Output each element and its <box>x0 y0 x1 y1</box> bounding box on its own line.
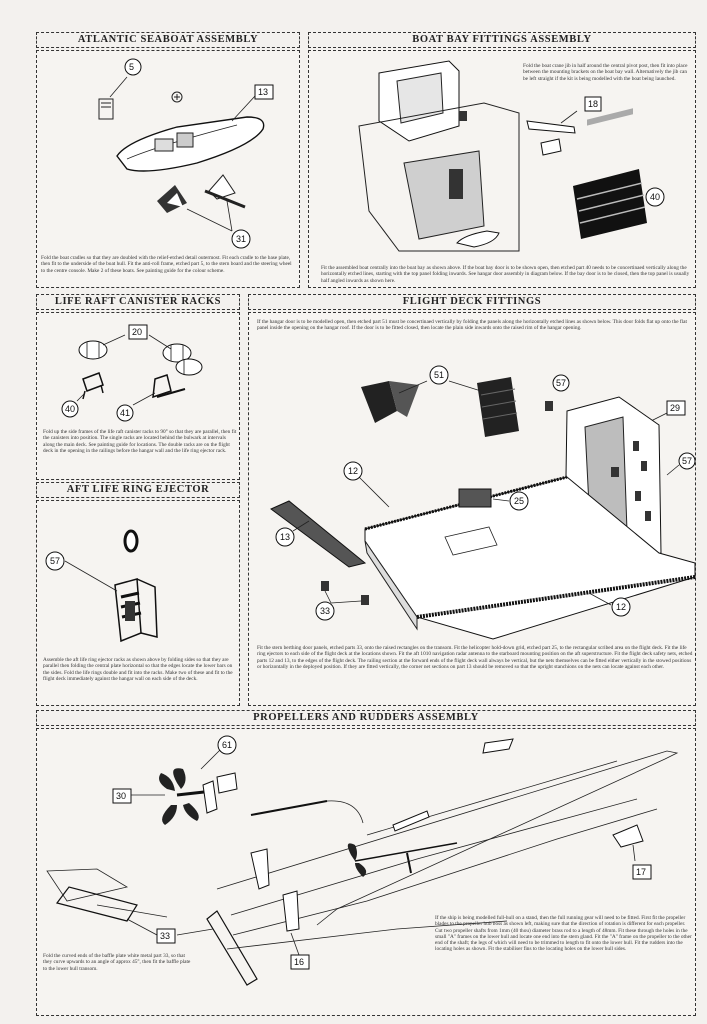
callout-16: 16 <box>294 957 304 967</box>
propellers-panel: 61 30 16 17 <box>36 728 696 1016</box>
callout-30: 30 <box>116 791 126 801</box>
lifering-panel: 57 Assemble the aft life ring ejector ra… <box>36 500 240 706</box>
seaboat-hull <box>116 91 265 172</box>
callout-17: 17 <box>636 867 646 877</box>
callout-40: 40 <box>650 192 660 202</box>
callout-18: 18 <box>588 99 598 109</box>
callout-29: 29 <box>670 403 680 413</box>
callout-57-deck: 57 <box>556 378 566 388</box>
callout-13-deck: 13 <box>280 532 290 542</box>
callout-33-prop: 33 <box>160 931 170 941</box>
propeller-assembly <box>159 768 238 825</box>
callout-12-top: 12 <box>348 466 358 476</box>
crane-jib-part <box>526 120 576 156</box>
callout-20: 20 <box>132 327 142 337</box>
callout-33-deck: 33 <box>320 606 330 616</box>
liferaft-instructions: Fold up the side frames of the life raft… <box>43 429 237 454</box>
boat-cradles <box>157 174 246 213</box>
boatbay-header: BOAT BAY FITTINGS ASSEMBLY <box>308 32 696 48</box>
flightdeck-instructions-bottom: Fit the stern berthing door panels, etch… <box>257 645 693 670</box>
flightdeck-panel: If the hangar door is to be modelled ope… <box>248 312 696 706</box>
liferaft-canisters <box>78 340 203 376</box>
callout-5: 5 <box>129 62 134 72</box>
lifering-instructions: Assemble the aft life ring ejector racks… <box>43 657 233 682</box>
hangar-door-part-51 <box>361 377 519 437</box>
lifering-drawing: 57 <box>45 529 158 643</box>
rudders <box>250 848 300 932</box>
hull-propeller <box>347 810 458 877</box>
boatbay-drawing: 18 40 <box>358 60 665 252</box>
life-ring <box>123 529 139 553</box>
callout-25: 25 <box>514 496 524 506</box>
callout-51: 51 <box>434 370 444 380</box>
boatbay-instructions-top: Fold the boat crane jib in half around t… <box>523 63 688 82</box>
liferaft-drawing: 20 40 41 <box>61 324 203 422</box>
propellers-instructions-right: If the ship is being modelled full-hull … <box>435 915 692 953</box>
seaboat-instructions: Fold the boat cradles so that they are d… <box>41 255 292 274</box>
callout-41: 41 <box>120 408 130 418</box>
seaboat-panel: 5 13 31 Fold the boat cradles so that th… <box>36 50 300 288</box>
propellers-instructions-left: Fold the curved ends of the baffle plate… <box>43 953 191 972</box>
boatbay-panel: Fold the boat crane jib in half around t… <box>308 50 696 288</box>
flightdeck-header: FLIGHT DECK FITTINGS <box>248 294 696 310</box>
callout-57-right: 57 <box>682 456 692 466</box>
seaboat-header: ATLANTIC SEABOAT ASSEMBLY <box>36 32 300 48</box>
bay-door-part <box>573 108 647 239</box>
callout-57: 57 <box>50 556 60 566</box>
seaboat-drawing: 5 13 31 <box>98 58 274 249</box>
liferaft-panel: 20 40 41 Fold up the side frames of the … <box>36 312 240 480</box>
callout-12-bottom: 12 <box>616 602 626 612</box>
flight-deck <box>270 467 696 640</box>
flightdeck-instructions-top: If the hangar door is to be modelled ope… <box>257 319 687 332</box>
baffle-plate-part <box>55 886 258 986</box>
lifering-header: AFT LIFE RING EJECTOR <box>36 482 240 498</box>
propellers-drawing: 61 30 16 17 <box>46 735 679 986</box>
propellers-header: PROPELLERS AND RUDDERS ASSEMBLY <box>36 710 696 726</box>
callout-13: 13 <box>258 87 268 97</box>
callout-61: 61 <box>222 740 232 750</box>
superstructure <box>358 60 520 252</box>
anti-roll-frame-part <box>98 98 114 120</box>
boatbay-instructions-bottom: Fit the assembled boat centrally into th… <box>321 265 690 284</box>
liferaft-header: LIFE RAFT CANISTER RACKS <box>36 294 240 310</box>
liferaft-racks <box>82 372 186 400</box>
flightdeck-drawing: 51 57 29 57 <box>270 365 696 640</box>
callout-31: 31 <box>236 234 246 244</box>
life-ring-ejector-rack <box>114 578 158 643</box>
callout-40-rack: 40 <box>65 404 75 414</box>
